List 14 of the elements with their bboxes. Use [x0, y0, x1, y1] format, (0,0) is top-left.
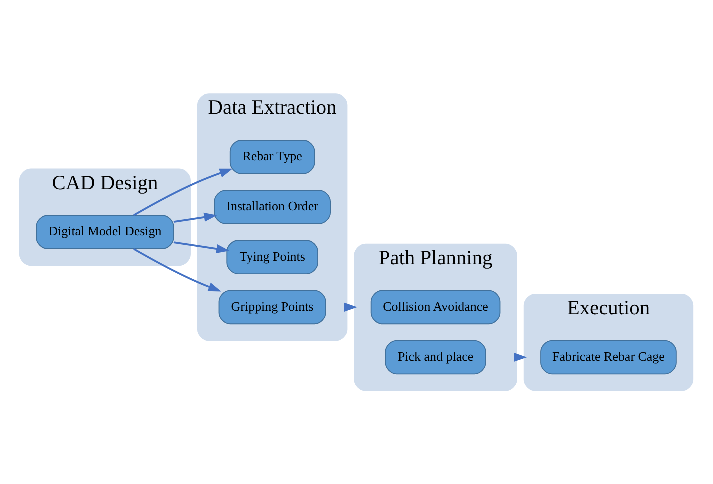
- node-box: Installation Order: [214, 190, 331, 224]
- node-box: Gripping Points: [218, 290, 326, 324]
- node-box: Tying Points: [226, 240, 318, 274]
- node-box: Digital Model Design: [36, 214, 174, 249]
- node-box: Pick and place: [385, 340, 486, 374]
- arrow: [514, 352, 528, 362]
- arrow: [344, 302, 358, 312]
- arrow: [134, 248, 222, 292]
- node-box: Collision Avoidance: [370, 290, 501, 324]
- arrow: [174, 241, 230, 254]
- node-box: Rebar Type: [230, 140, 316, 174]
- node-box: Fabricate Rebar Cage: [540, 340, 677, 374]
- arrow: [174, 212, 218, 222]
- arrow: [134, 168, 233, 216]
